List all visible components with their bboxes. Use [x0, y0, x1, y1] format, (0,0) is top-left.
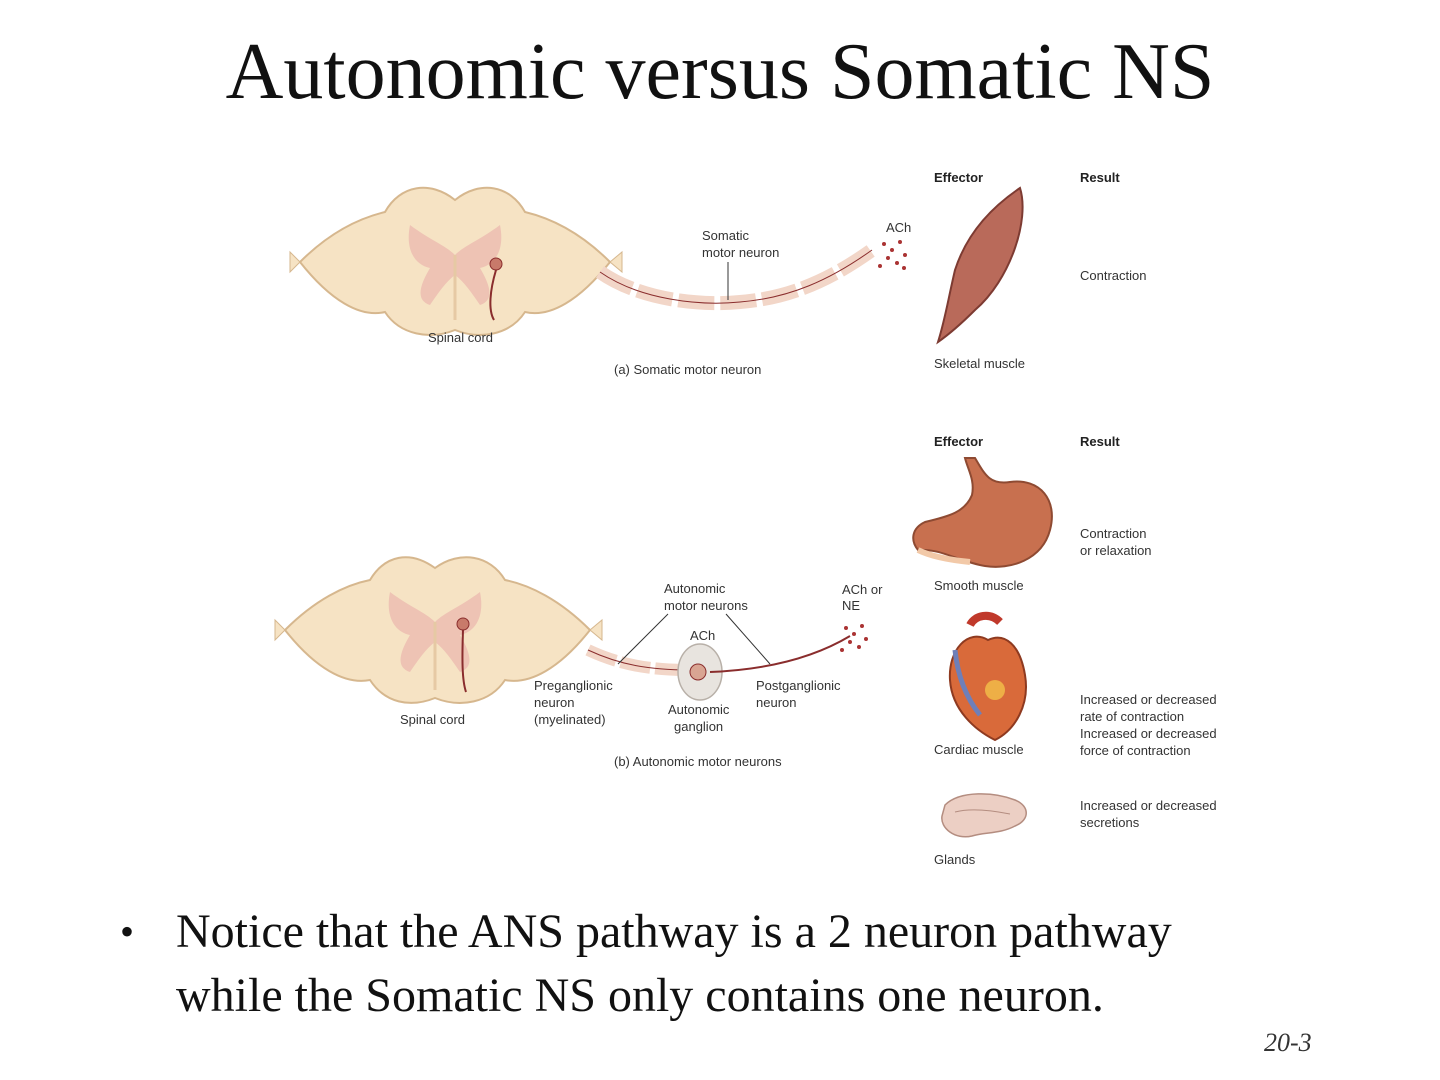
autonomic-neurons-label-2: motor neurons [664, 598, 748, 613]
bullet-icon: • [120, 909, 135, 954]
smooth-muscle-stomach-image [912, 457, 1053, 568]
postganglionic-neuron [709, 635, 851, 673]
ganglion-label-1: Autonomic [668, 702, 730, 717]
spinal-cord-label-a: Spinal cord [428, 330, 493, 345]
spinal-cord-label-b: Spinal cord [400, 712, 465, 727]
effector-a: Skeletal muscle [934, 356, 1025, 371]
effector-header-b: Effector [934, 434, 983, 449]
result-glands-2: secretions [1080, 815, 1140, 830]
ganglion-label-2: ganglion [674, 719, 723, 734]
result-glands-1: Increased or decreased [1080, 798, 1217, 813]
ach-ganglion-label: ACh [690, 628, 715, 643]
result-header-b: Result [1080, 434, 1120, 449]
somatic-label-2: motor neuron [702, 245, 779, 260]
result-header-a: Result [1080, 170, 1120, 185]
ach-label-a: ACh [886, 220, 911, 235]
ach-ne-label-1: ACh or [842, 582, 883, 597]
caption-b: (b) Autonomic motor neurons [614, 754, 782, 769]
result-cardiac-3: Increased or decreased [1080, 726, 1217, 741]
effector-glands: Glands [934, 852, 976, 867]
autonomic-neurons-label-1: Autonomic [664, 581, 726, 596]
ach-release-a [878, 240, 907, 270]
result-cardiac-2: rate of contraction [1080, 709, 1184, 724]
glands-image [941, 793, 1027, 838]
preganglionic-label-1: Preganglionic [534, 678, 613, 693]
effector-cardiac-muscle: Cardiac muscle [934, 742, 1024, 757]
slide-title: Autonomic versus Somatic NS [225, 28, 1215, 116]
result-smooth-2: or relaxation [1080, 543, 1152, 558]
result-cardiac-1: Increased or decreased [1080, 692, 1217, 707]
effector-smooth-muscle: Smooth muscle [934, 578, 1024, 593]
postganglionic-label-1: Postganglionic [756, 678, 841, 693]
spinal-cord-a [289, 186, 623, 336]
effector-header-a: Effector [934, 170, 983, 185]
skeletal-muscle-image [936, 186, 1024, 345]
somatic-label-1: Somatic [702, 228, 749, 243]
cardiac-muscle-heart-image [948, 611, 1027, 742]
bullet-line-1: Notice that the ANS pathway is a 2 neuro… [176, 905, 1172, 958]
bullet-line-2: while the Somatic NS only contains one n… [176, 969, 1104, 1022]
spinal-cord-b [274, 556, 603, 704]
caption-a: (a) Somatic motor neuron [614, 362, 761, 377]
preganglionic-label-3: (myelinated) [534, 712, 606, 727]
result-cardiac-4: force of contraction [1080, 743, 1191, 758]
postganglionic-label-2: neuron [756, 695, 796, 710]
result-a: Contraction [1080, 268, 1146, 283]
result-smooth-1: Contraction [1080, 526, 1146, 541]
preganglionic-neuron [585, 644, 691, 676]
ach-ne-release-b [840, 624, 868, 652]
ach-ne-label-2: NE [842, 598, 860, 613]
slide-number: 20-3 [1264, 1028, 1312, 1057]
preganglionic-label-2: neuron [534, 695, 574, 710]
